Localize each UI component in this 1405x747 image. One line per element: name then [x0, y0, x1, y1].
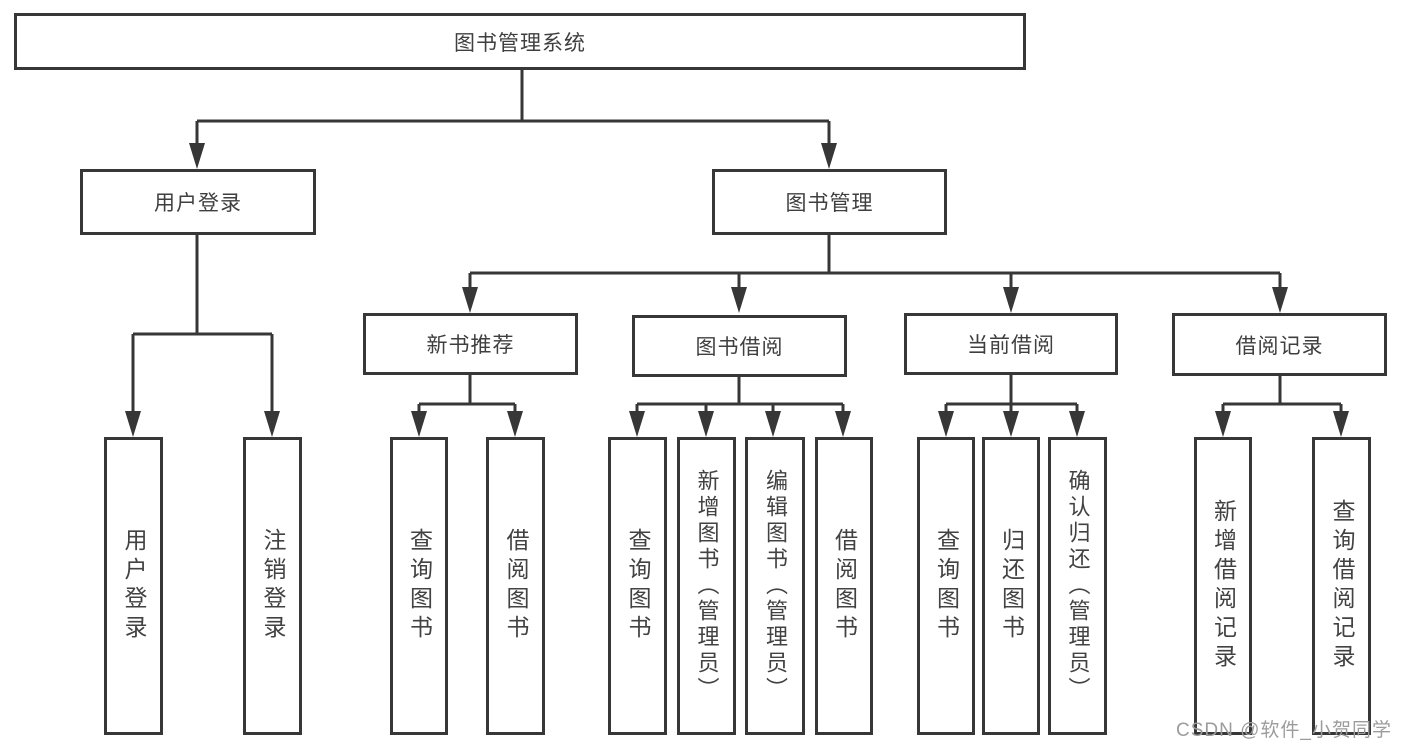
leaf-label: 借阅图书 — [831, 528, 858, 644]
node-label: 用户登录 — [154, 192, 242, 215]
leaf-query-books-recommend: 查询图书 — [390, 437, 448, 735]
leaf-label: 查询图书 — [625, 528, 651, 644]
node-current-borrowing: 当前借阅 — [904, 313, 1118, 375]
node-library-management-system: 图书管理系统 — [14, 13, 1026, 70]
leaf-add-borrow-record: 新增借阅记录 — [1194, 437, 1252, 735]
node-new-book-recommendation: 新书推荐 — [363, 313, 578, 375]
node-user-login: 用户登录 — [80, 169, 316, 235]
leaf-label: 确认归还（管理员） — [1065, 469, 1091, 703]
leaf-label: 查询图书 — [406, 528, 433, 644]
leaf-logout: 注销登录 — [243, 437, 302, 735]
leaf-return-books: 归还图书 — [982, 437, 1040, 735]
leaf-label: 查询借阅记录 — [1329, 499, 1355, 673]
leaf-edit-books-admin: 编辑图书（管理员） — [745, 437, 805, 735]
watermark: CSDN @软件_小贺同学 — [1176, 720, 1392, 741]
leaf-label: 归还图书 — [998, 528, 1025, 644]
node-label: 当前借阅 — [967, 334, 1055, 357]
leaf-label: 新增借阅记录 — [1210, 499, 1237, 673]
leaf-label: 编辑图书（管理员） — [763, 469, 788, 703]
leaf-label: 用户登录 — [121, 528, 147, 644]
leaf-query-books-borrowing: 查询图书 — [608, 437, 667, 735]
leaf-label: 新增图书（管理员） — [694, 469, 720, 703]
leaf-user-login: 用户登录 — [104, 437, 163, 735]
leaf-label: 注销登录 — [260, 528, 286, 644]
leaf-confirm-return-admin: 确认归还（管理员） — [1048, 437, 1107, 735]
leaf-label: 查询图书 — [933, 528, 960, 644]
node-label: 图书管理系统 — [454, 31, 586, 55]
node-label: 图书管理 — [785, 192, 874, 215]
node-label: 借阅记录 — [1235, 334, 1324, 358]
arrowheads — [125, 143, 1349, 437]
node-book-management: 图书管理 — [712, 169, 947, 235]
node-book-borrowing: 图书借阅 — [632, 315, 847, 377]
leaf-label: 借阅图书 — [503, 528, 529, 644]
leaf-add-books-admin: 新增图书（管理员） — [677, 437, 736, 735]
leaf-borrow-books-recommend: 借阅图书 — [486, 437, 545, 735]
node-label: 图书借阅 — [695, 336, 784, 359]
leaf-query-borrow-record: 查询借阅记录 — [1312, 437, 1371, 735]
node-borrowing-records: 借阅记录 — [1172, 313, 1387, 376]
node-label: 新书推荐 — [426, 334, 515, 357]
leaf-query-books-current: 查询图书 — [917, 437, 975, 735]
leaf-borrow-books-borrowing: 借阅图书 — [815, 437, 873, 735]
